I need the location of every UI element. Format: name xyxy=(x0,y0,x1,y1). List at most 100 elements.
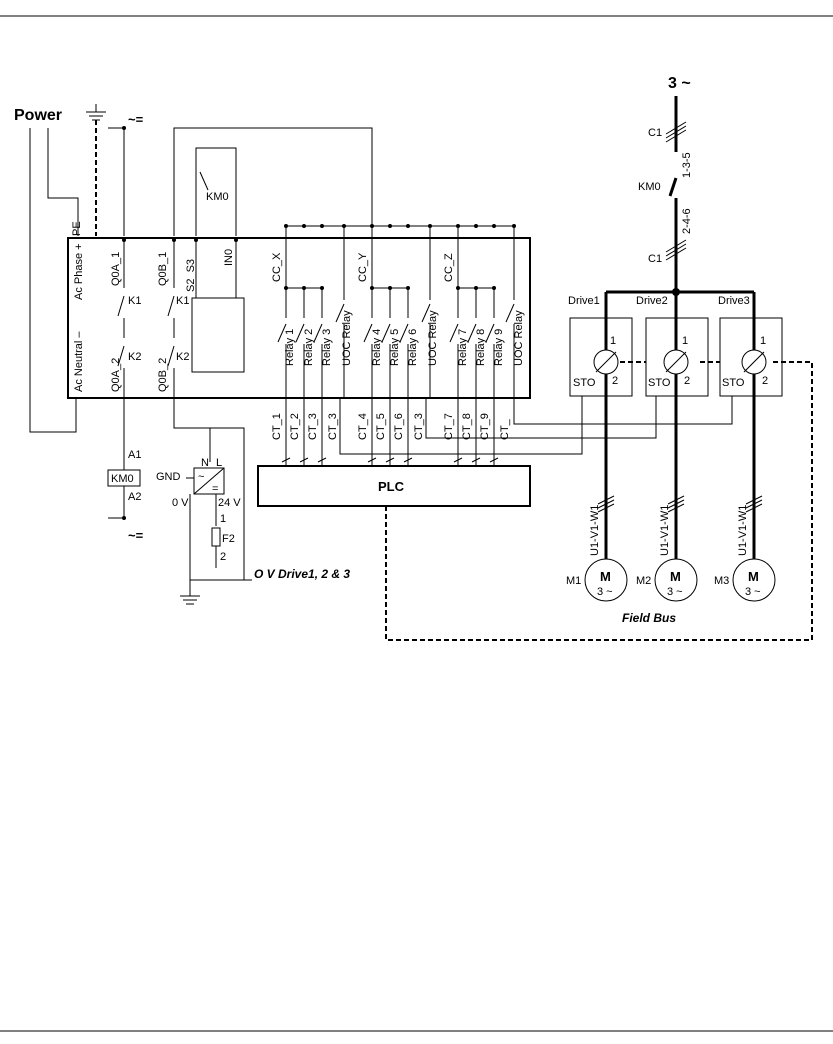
power-title: Power xyxy=(14,107,62,124)
ct-3b-label: CT_3 xyxy=(327,413,339,440)
drive-2-cable-mark-b xyxy=(667,499,685,509)
m2-label: M2 xyxy=(636,575,651,587)
relay-1-contact xyxy=(277,323,287,343)
psu-box xyxy=(193,467,225,495)
q0b1-label: Q0B_1 xyxy=(157,252,169,286)
ct-marker-1 xyxy=(281,457,291,463)
ct-marker-4 xyxy=(367,457,377,463)
km0-terminals-top: 1-3-5 xyxy=(681,152,693,178)
drive3-pin2: 2 xyxy=(762,375,768,387)
ct-4-label: CT_4 xyxy=(357,413,369,440)
relay-8-node xyxy=(474,286,478,290)
m3-label: M3 xyxy=(714,575,729,587)
relay-5-contact xyxy=(381,323,391,343)
plc-label: PLC xyxy=(378,479,405,494)
km0-terminals-bottom: 2-4-6 xyxy=(681,208,693,234)
m3-symbol: M xyxy=(748,569,759,584)
motor-3-circle xyxy=(732,558,776,602)
ct-3-label: CT_3 xyxy=(307,413,319,440)
ct-1-label: CT_1 xyxy=(271,413,283,440)
relay-4-contact xyxy=(363,323,373,343)
ac-neutral-label: Ac Neutral – xyxy=(73,331,85,392)
uoc-3-contact xyxy=(505,303,515,323)
km0-coil-label: KM0 xyxy=(111,473,134,485)
relay-3-label: Relay 3 xyxy=(321,329,333,366)
m1-phase: 3 ~ xyxy=(597,586,613,598)
psu-l-label: L xyxy=(216,457,222,469)
drive2-sto: STO xyxy=(648,377,671,389)
ct-last-label: CT_ xyxy=(499,418,511,440)
uoc-3-node xyxy=(512,224,516,228)
q0a1-label: Q0A_1 xyxy=(110,252,122,286)
psu-ac-symbol: ~ xyxy=(198,471,204,483)
m3-phase: 3 ~ xyxy=(745,586,761,598)
drive2-pin2: 2 xyxy=(684,375,690,387)
relay-6-node xyxy=(406,286,410,290)
sto-wire-1 xyxy=(339,396,583,455)
drive-3-cable-mark-a xyxy=(745,495,763,505)
uoc-relay-3-label: UOC Relay xyxy=(513,310,525,366)
ct-marker-8 xyxy=(471,457,481,463)
psu-note: O V Drive1, 2 & 3 xyxy=(254,567,350,581)
drive3-sto: STO xyxy=(722,377,745,389)
relay-4-node xyxy=(370,286,374,290)
drive-3-cable-mark-b xyxy=(745,499,763,509)
relay-7-label: Relay 7 xyxy=(457,329,469,366)
relay-1-node xyxy=(284,286,288,290)
in0-label: IN0 xyxy=(223,249,235,266)
ct-3c-label: CT_3 xyxy=(413,413,425,440)
m2-symbol: M xyxy=(670,569,681,584)
phase-wire xyxy=(47,128,79,236)
k1-label-a: K1 xyxy=(128,295,141,307)
ct-7-label: CT_7 xyxy=(443,413,455,440)
km0-supply-label: KM0 xyxy=(638,181,661,193)
bus-node-3 xyxy=(388,224,392,228)
drive-1-box xyxy=(569,317,633,397)
cc-y-label: CC_Y xyxy=(357,252,369,282)
uoc-1-contact xyxy=(335,303,345,323)
inner-module xyxy=(191,297,245,373)
drive-3-box xyxy=(719,317,783,397)
drive-3-arrow xyxy=(743,351,765,373)
ac-phase-label: Ac Phase + xyxy=(73,243,85,300)
f2-label: F2 xyxy=(222,533,235,545)
ct-marker-3 xyxy=(317,457,327,463)
drive1-pin1: 1 xyxy=(610,335,616,347)
drive-3-cable-mark-c xyxy=(745,503,763,513)
drive-1-cable-mark-b xyxy=(597,499,615,509)
relay-3-node xyxy=(320,286,324,290)
f2-pin2-label: 2 xyxy=(220,551,226,563)
drive1-pin2: 2 xyxy=(612,375,618,387)
psu-n-label: N xyxy=(201,457,209,469)
uoc-2-contact xyxy=(421,303,431,323)
m2-phase: 3 ~ xyxy=(667,586,683,598)
bus-node-6 xyxy=(492,224,496,228)
psu-gnd-label: GND xyxy=(156,471,181,483)
s2s3-label: S2_S3 xyxy=(185,259,197,292)
f2-pin1-label: 1 xyxy=(220,513,226,525)
cc-x-label: CC_X xyxy=(271,252,283,282)
cc-3-node xyxy=(456,224,460,228)
motor-2-circle xyxy=(654,558,698,602)
relay-6-label: Relay 6 xyxy=(407,329,419,366)
k1-label-b: K1 xyxy=(176,295,189,307)
m1-symbol: M xyxy=(600,569,611,584)
m1-cable-label: U1-V1-W1 xyxy=(589,505,601,556)
controller-box xyxy=(67,237,531,399)
psu-0v-label: 0 V xyxy=(172,497,189,509)
feed-bus xyxy=(173,127,373,236)
drive-1-arrow xyxy=(595,351,617,373)
sto-wire-3 xyxy=(513,396,733,425)
km0-aux-label: KM0 xyxy=(206,191,229,203)
uoc-2-node xyxy=(428,224,432,228)
relay-9-node xyxy=(492,286,496,290)
m1-label: M1 xyxy=(566,575,581,587)
uoc-1-node xyxy=(342,224,346,228)
fuse-f2 xyxy=(211,527,221,547)
relay-3-contact xyxy=(313,323,323,343)
relay-5-label: Relay 5 xyxy=(389,329,401,366)
c1-label-bottom: C1 xyxy=(648,253,662,265)
c1-label-top: C1 xyxy=(648,127,662,139)
bus-node-1 xyxy=(302,224,306,228)
